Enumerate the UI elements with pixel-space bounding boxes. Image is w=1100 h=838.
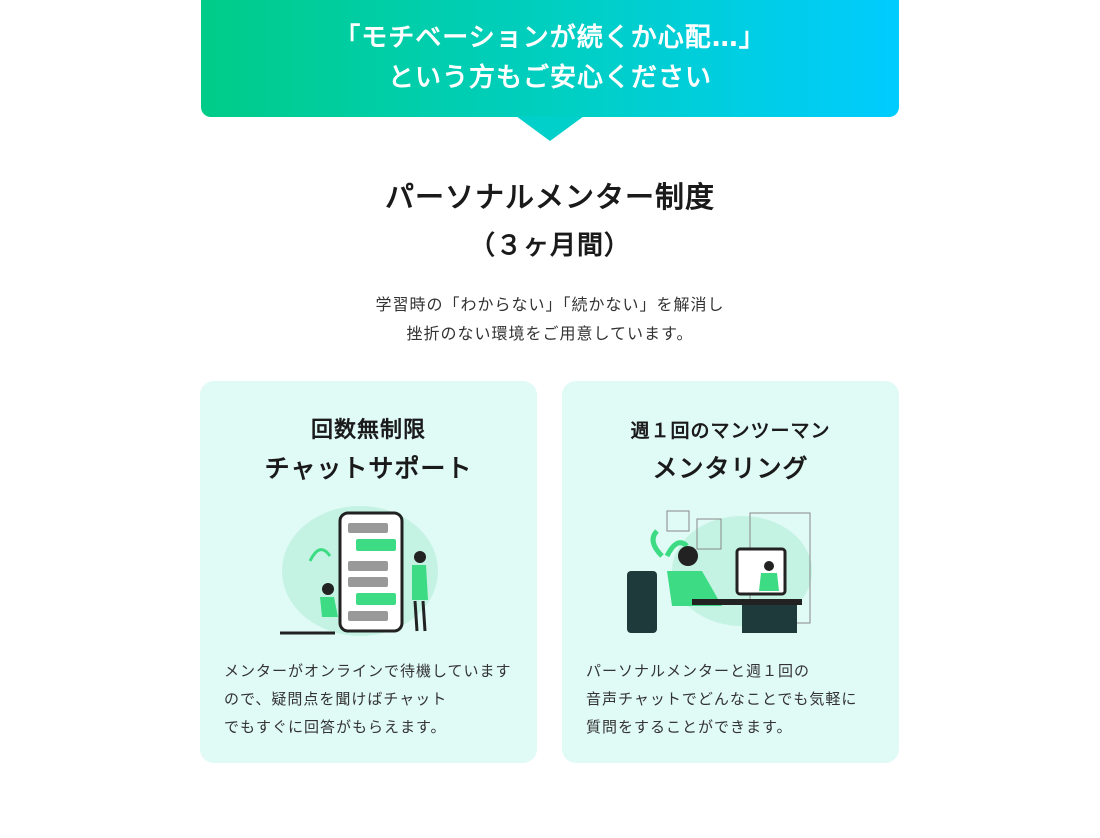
lead-line-2: 挫折のない環境をご用意しています。 (406, 324, 694, 343)
card-title-line-1: 週１回のマンツーマン (630, 420, 831, 442)
banner-line-1: 「モチベーションが続くか心配…」 (334, 23, 766, 53)
card-description: パーソナルメンターと週１回の 音声チャットでどんなことでも気軽に 質問をすること… (586, 662, 858, 736)
card-title-line-2: チャットサポート (264, 454, 473, 483)
card-title: 回数無制限 チャットサポート (200, 411, 537, 487)
page-subtitle: （３ヶ月間） (468, 231, 631, 261)
card-title-line-2: メンタリング (652, 454, 809, 483)
card-chat-support: 回数無制限 チャットサポート メンターがオンラインで待機しています ので、疑問点… (200, 381, 537, 763)
card-title-line-1: 回数無制限 (310, 418, 426, 443)
page-title: パーソナルメンター制度 (384, 180, 715, 214)
card-title: 週１回のマンツーマン メンタリング (562, 411, 899, 487)
video-mentoring-illustration (627, 510, 812, 633)
card-mentoring: 週１回のマンツーマン メンタリング パーソナルメンターと週１回の 音声チャットで… (562, 381, 899, 763)
lead-line-1: 学習時の「わからない」「続かない」を解消し (375, 295, 725, 314)
lead-text: 学習時の「わからない」「続かない」を解消し 挫折のない環境をご用意しています。 (0, 290, 1100, 348)
banner-line-2: という方もご安心ください (387, 63, 712, 93)
promo-banner: 「モチベーションが続くか心配…」 という方もご安心ください (201, 0, 899, 117)
chat-support-illustration (280, 506, 438, 636)
card-description: メンターがオンラインで待機しています ので、疑問点を聞けばチャット でもすぐに回… (224, 662, 512, 736)
banner-pointer (516, 116, 584, 141)
